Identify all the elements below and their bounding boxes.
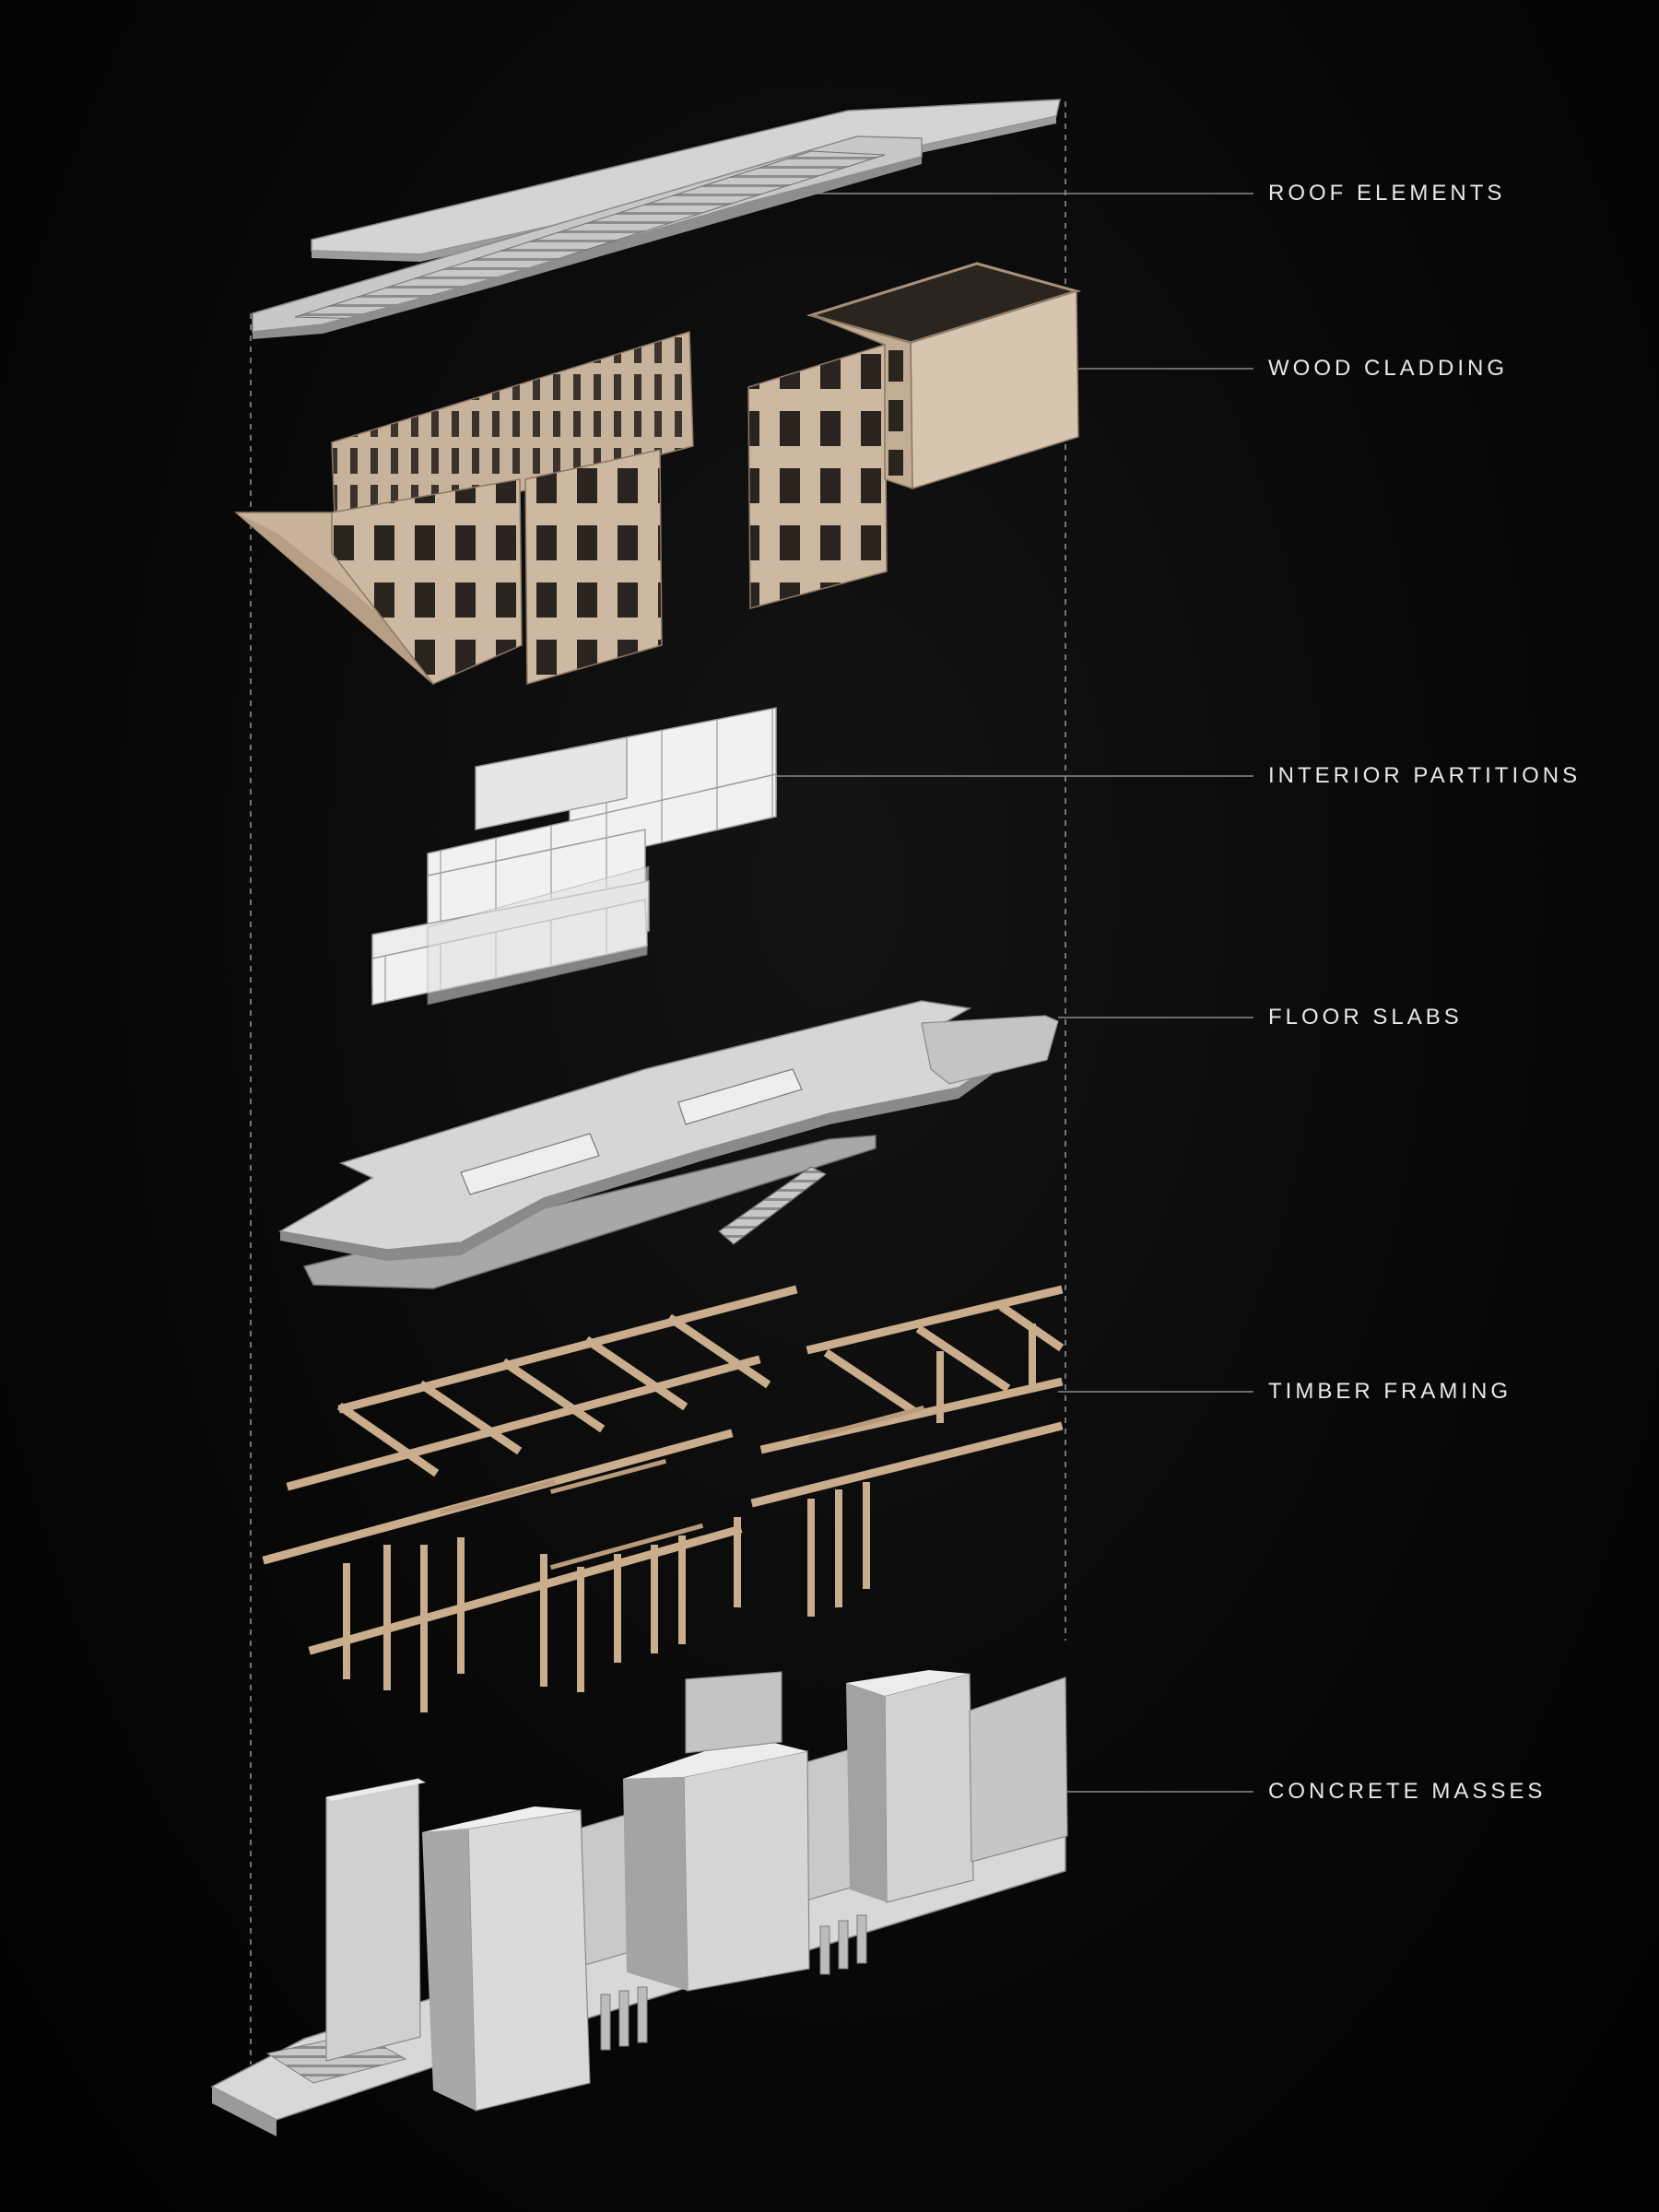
concrete-mass-2-top [422,1806,581,1832]
leader-lines [776,193,1253,1793]
cladding-back-facade [331,330,694,541]
cladding-block-facade [747,343,888,609]
concrete-small-pillars [600,1914,867,2051]
roof-lower-slab-edge [253,157,922,339]
timber-framing-layer [262,1285,1065,1712]
concrete-mass-2-side [422,1829,476,2111]
cladding-front-facade-right [524,449,663,685]
floor-slab-stair [718,1166,828,1245]
cladding-front-facade-left [331,478,523,685]
concrete-mass-5-front [884,1673,974,1903]
concrete-mass-5-side [846,1683,887,1902]
label-interior-partitions: INTERIOR PARTITIONS [1268,763,1582,788]
timber-columns [343,1324,1036,1712]
concrete-masses-layer [210,1670,1068,2136]
cladding-box-opening-1 [888,350,903,382]
concrete-mass-3-front [683,1750,810,1992]
label-wood-cladding: WOOD CLADDING [1268,356,1509,381]
interior-partitions-layer [371,707,777,1006]
label-timber-framing: TIMBER FRAMING [1268,1379,1512,1404]
partition-wall-7 [427,865,650,1006]
floor-slab-stair-opening-2 [677,1068,803,1125]
concrete-base-front [212,2087,276,2136]
floor-slabs-layer [277,1000,1059,1289]
cladding-box-opening-3 [888,450,903,476]
concrete-right-block [969,1677,1068,1863]
floor-slab-stair-opening-1 [460,1133,600,1195]
concrete-mass-1-front [325,1778,421,2062]
concrete-mass-2-front [467,1809,591,2112]
label-floor-slabs: FLOOR SLABS [1268,1005,1463,1030]
roof-elements-layer [252,99,1061,339]
cladding-box-opening-2 [888,400,903,431]
concrete-mass-5-top [846,1670,970,1696]
concrete-mass-3-side [623,1777,688,1991]
roof-skylight [294,150,886,320]
concrete-mass-4 [685,1671,782,1754]
concrete-mass-1-top [326,1779,426,1801]
cladding-box-side [810,314,913,490]
floor-slab-corridor [921,1015,1059,1085]
timber-secondary-joists [439,1405,925,1571]
partition-wall-2 [475,736,628,830]
label-roof-elements: ROOF ELEMENTS [1268,181,1506,206]
label-concrete-masses: CONCRETE MASSES [1268,1779,1547,1804]
wood-cladding-layer [233,262,1082,686]
concrete-mass-3-top [623,1736,807,1779]
